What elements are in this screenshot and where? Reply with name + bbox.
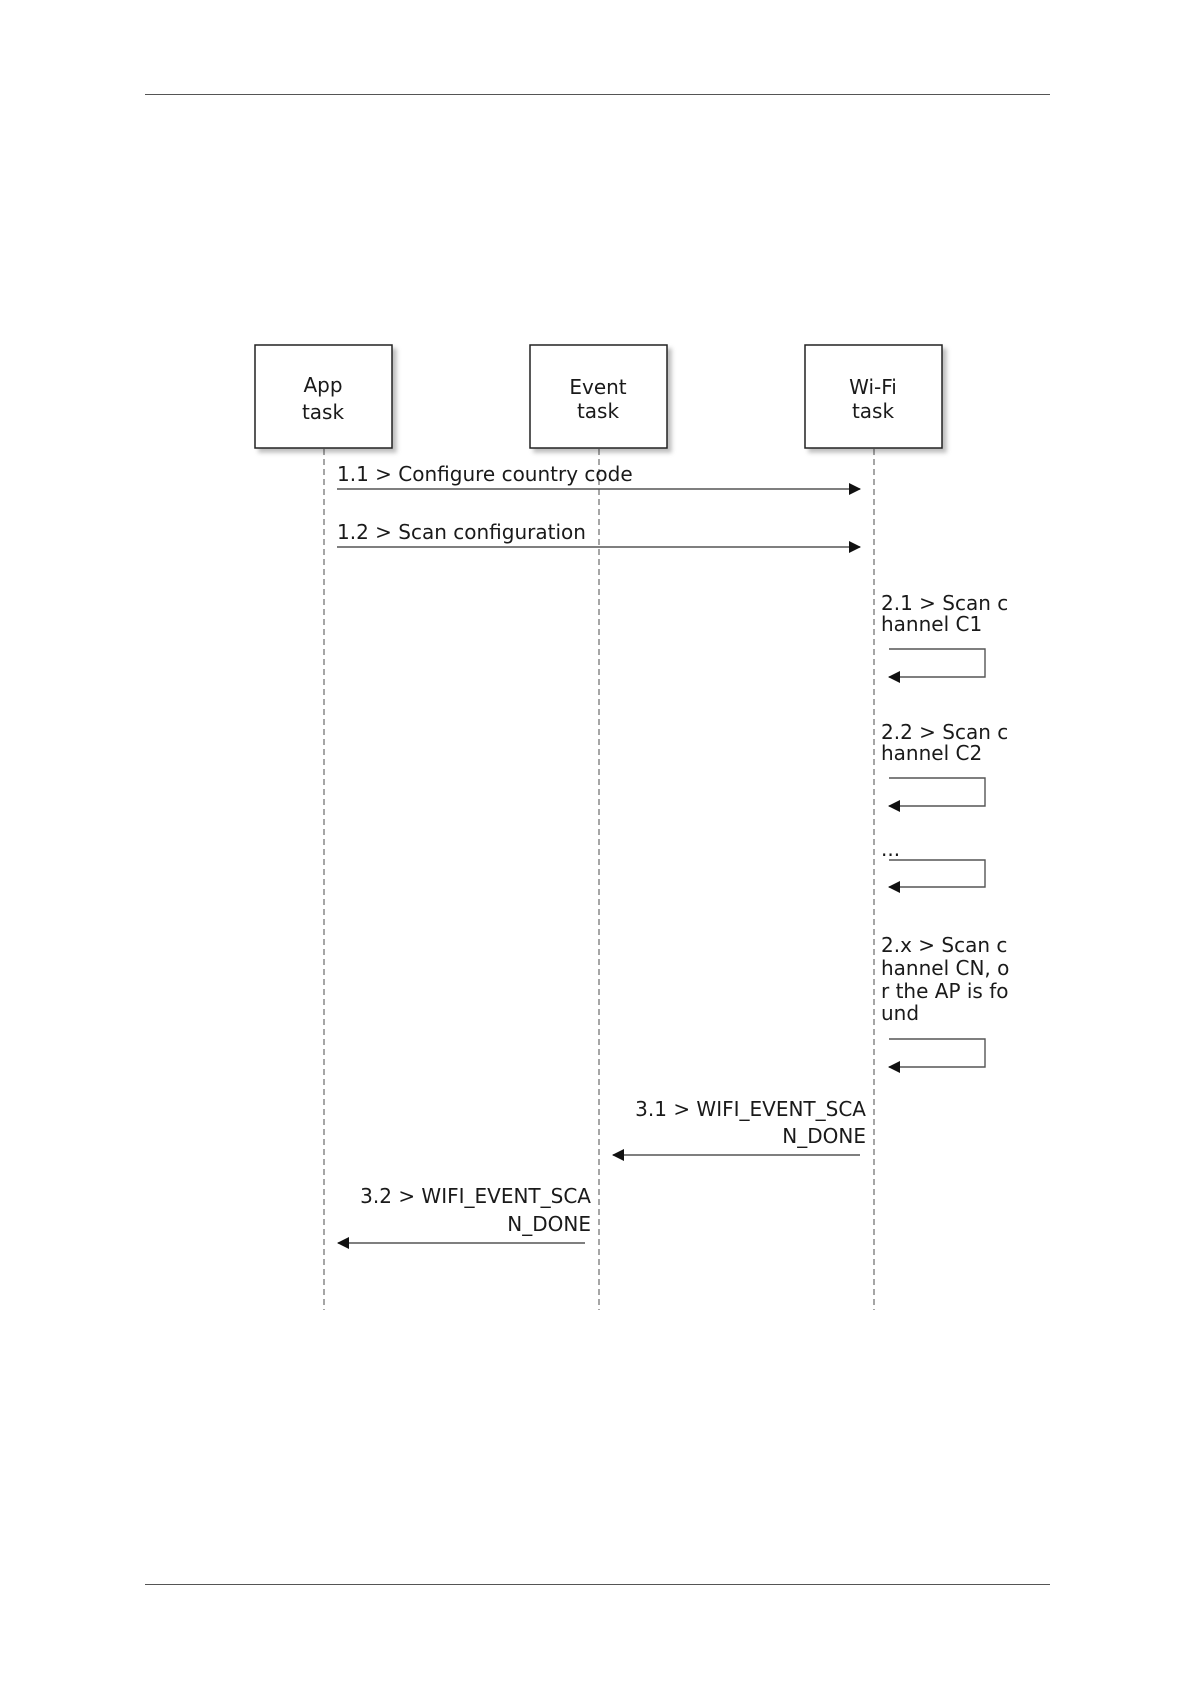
message-2-x: 2.x > Scan c hannel CN, o r the AP is fo… (881, 933, 1009, 1067)
participant-app-task-line-2: task (302, 400, 345, 424)
message-1-2-label: 1.2 > Scan configuration (337, 520, 586, 544)
message-2-2-self-arrow (889, 778, 985, 806)
message-2-1-self-arrow (889, 649, 985, 677)
participant-app-task: App task (255, 345, 392, 448)
message-2-2: 2.2 > Scan c hannel C2 (881, 720, 1008, 806)
participant-wifi-task-line-1: Wi-Fi (849, 375, 897, 399)
message-ellipsis: ... (881, 837, 985, 887)
message-2-x-label-line-3: r the AP is fo (881, 979, 1008, 1003)
message-3-2-label-line-1: 3.2 > WIFI_EVENT_SCA (360, 1184, 591, 1208)
message-3-2-label-line-2: N_DONE (507, 1212, 591, 1236)
message-2-1: 2.1 > Scan c hannel C1 (881, 591, 1008, 677)
participant-event-task-line-1: Event (569, 375, 626, 399)
participant-app-task-line-1: App (303, 373, 342, 397)
message-2-2-label-line-2: hannel C2 (881, 741, 982, 765)
participant-wifi-task-line-2: task (852, 399, 895, 423)
message-3-1-label-line-2: N_DONE (782, 1124, 866, 1148)
participant-wifi-task: Wi-Fi task (805, 345, 942, 448)
message-3-2: 3.2 > WIFI_EVENT_SCA N_DONE (338, 1184, 591, 1243)
message-1-1-label: 1.1 > Configure country code (337, 462, 633, 486)
message-2-x-self-arrow (889, 1039, 985, 1067)
message-2-1-label-line-2: hannel C1 (881, 612, 982, 636)
message-ellipsis-self-arrow (889, 860, 985, 887)
message-3-1-label-line-1: 3.1 > WIFI_EVENT_SCA (635, 1097, 866, 1121)
message-3-1: 3.1 > WIFI_EVENT_SCA N_DONE (613, 1097, 866, 1155)
message-ellipsis-label: ... (881, 837, 900, 861)
participant-event-task-line-2: task (577, 399, 620, 423)
message-2-x-label-line-2: hannel CN, o (881, 956, 1009, 980)
participant-event-task: Event task (530, 345, 667, 448)
message-2-x-label-line-1: 2.x > Scan c (881, 933, 1007, 957)
message-2-x-label-line-4: und (881, 1001, 919, 1025)
message-1-1: 1.1 > Configure country code (337, 462, 860, 489)
